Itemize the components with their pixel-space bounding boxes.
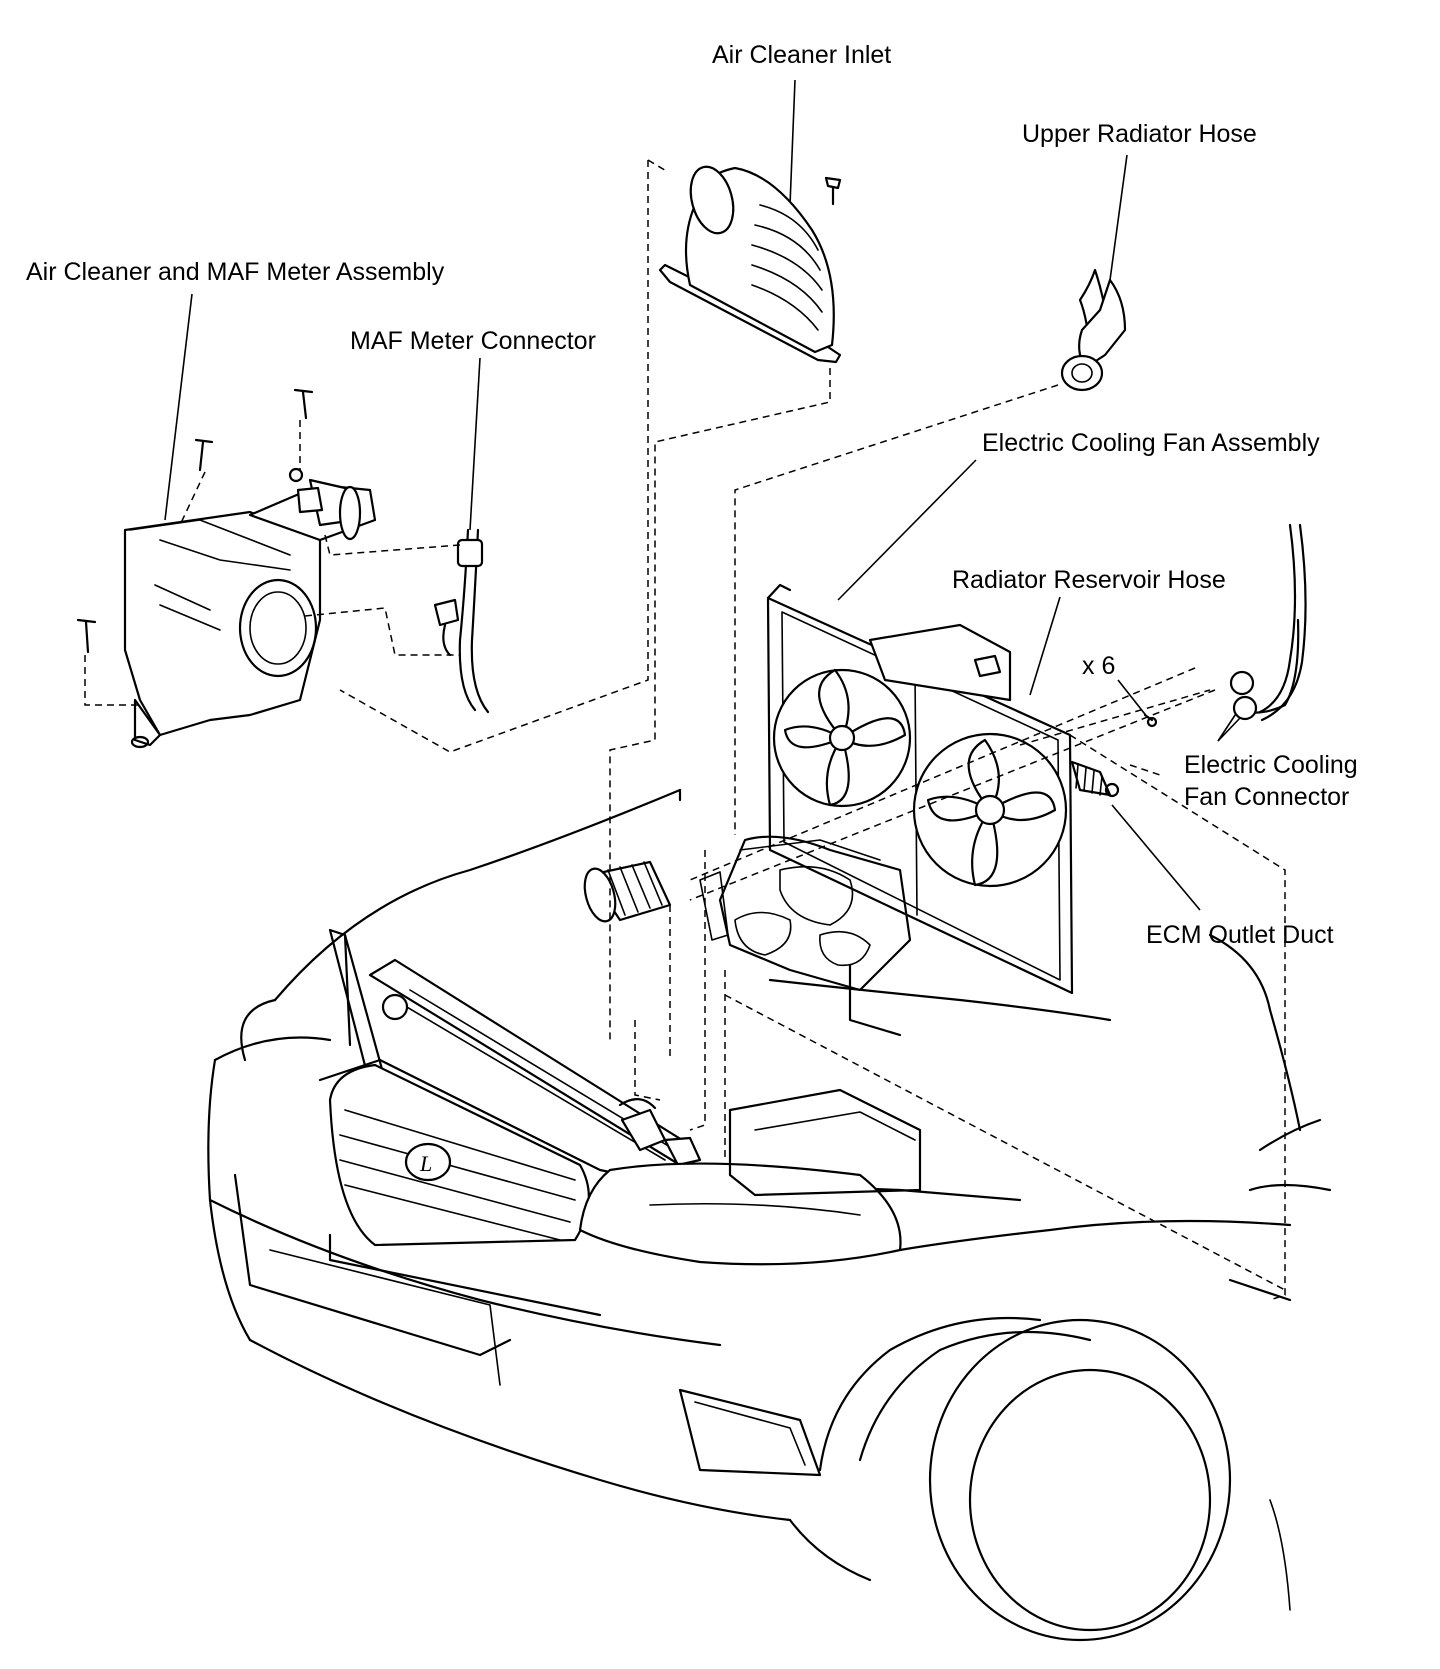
label-electric-cooling-fan-assembly: Electric Cooling Fan Assembly: [982, 429, 1320, 457]
label-air-cleaner-inlet: Air Cleaner Inlet: [712, 41, 891, 69]
vehicle-body: L: [207, 788, 1332, 1642]
label-maf-meter-connector: MAF Meter Connector: [350, 327, 596, 355]
lexus-emblem: [404, 1142, 452, 1182]
ecm-outlet-duct-part: [1070, 760, 1120, 798]
right-fan: [912, 732, 1068, 888]
upper-radiator-hose-part: [1060, 268, 1127, 392]
label-bolt-count: x 6: [1082, 652, 1115, 680]
label-ecm-outlet-duct: ECM Outlet Duct: [1146, 921, 1334, 949]
air-cleaner-assembly-part: [76, 388, 377, 749]
air-cleaner-inlet-part: [658, 165, 842, 364]
assembly-dashed-lines: [84, 159, 1286, 1301]
label-fan-connector-line2: Fan Connector: [1184, 783, 1349, 811]
emblem-letter: L: [419, 1151, 432, 1176]
label-fan-connector-line1: Electric Cooling: [1184, 751, 1358, 779]
fan-connector-wires: [1229, 523, 1307, 722]
label-air-cleaner-maf-assembly: Air Cleaner and MAF Meter Assembly: [26, 258, 445, 286]
left-fan: [772, 668, 912, 808]
engine-block: [699, 835, 912, 992]
cooling-fan-assembly-part: [766, 583, 1158, 995]
intake-hose-part: [583, 860, 672, 923]
label-upper-radiator-hose: Upper Radiator Hose: [1022, 120, 1257, 148]
label-radiator-reservoir-hose: Radiator Reservoir Hose: [952, 566, 1226, 594]
leader-lines: [164, 79, 1246, 911]
maf-connector-harness: [433, 528, 490, 714]
